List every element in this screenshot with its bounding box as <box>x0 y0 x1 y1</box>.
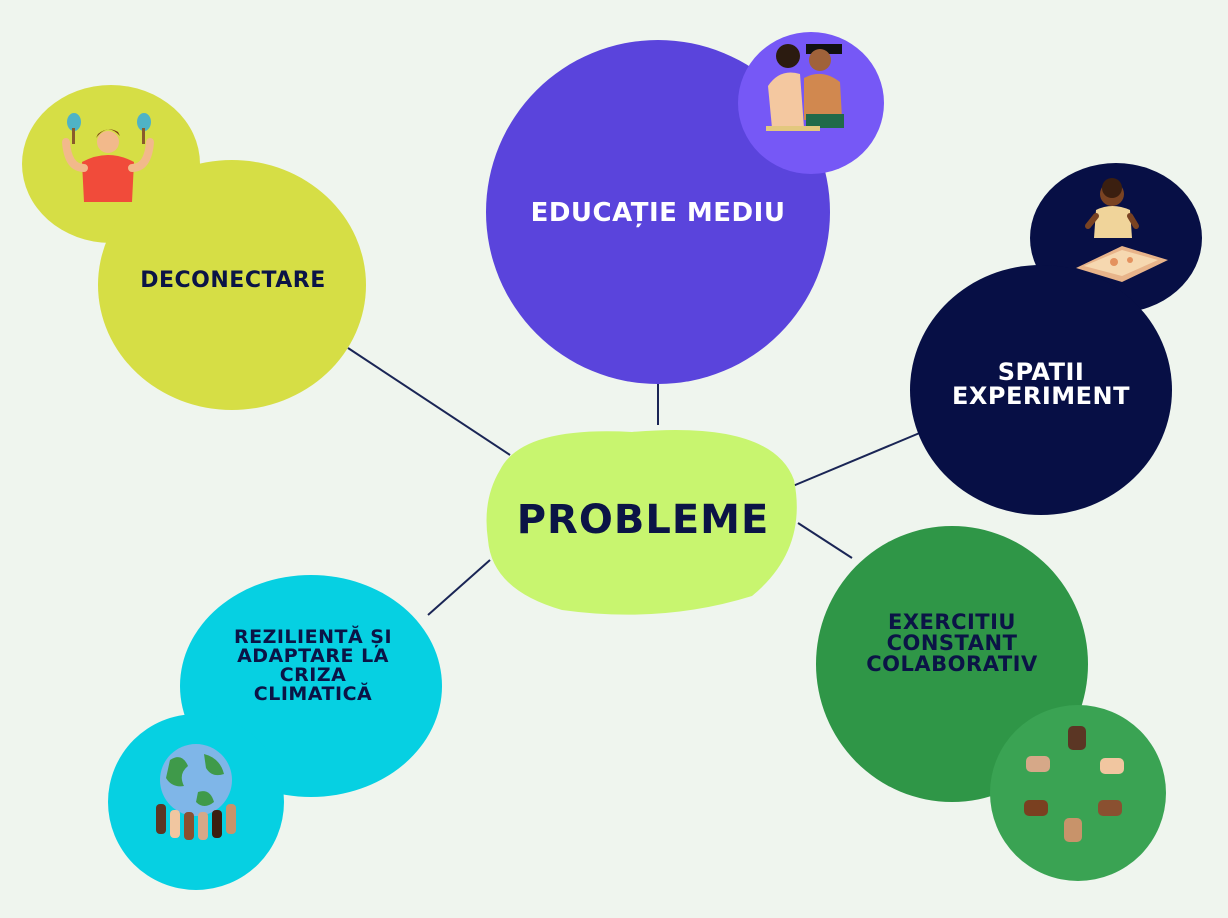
connector-spatii <box>787 431 923 489</box>
rezilienta-label-line4: CLIMATICĂ <box>253 683 373 705</box>
spatii-label-line1: SPATII <box>997 358 1085 386</box>
exercitiu-label-line3: COLABORATIV <box>866 652 1038 676</box>
spatii-label-line2: EXPERIMENT <box>951 382 1131 410</box>
educatie-label: EDUCAȚIE MEDIU <box>530 198 786 228</box>
spatii-bubble <box>910 265 1172 515</box>
exercitiu-label-line2: CONSTANT <box>886 631 1018 655</box>
rezilienta-label-line3: CRIZA <box>279 664 347 686</box>
fists-circle-icon <box>1024 726 1124 842</box>
connector-rezilienta <box>427 559 491 616</box>
connector-deconectare <box>347 347 511 456</box>
deconectare-bubble <box>98 160 366 410</box>
globe-hands-icon <box>156 744 236 840</box>
rezilienta-label: REZILIENTĂ ȘI ADAPTARE LA CRIZA CLIMATIC… <box>188 628 438 704</box>
deconectare-label: DECONECTARE <box>140 268 326 293</box>
center-label: PROBLEME <box>516 497 770 543</box>
hugging-people-icon <box>766 44 844 131</box>
center-blob <box>486 430 797 615</box>
exercitiu-label: EXERCITIU CONSTANT COLABORATIV <box>816 612 1088 675</box>
child-painting-icon <box>1076 178 1168 282</box>
connector-exercitiu <box>797 522 853 559</box>
rezilienta-label-line1: REZILIENTĂ ȘI <box>233 626 393 648</box>
person-maracas-icon <box>62 113 154 202</box>
spatii-label: SPATII EXPERIMENT <box>910 360 1172 408</box>
exercitiu-label-line1: EXERCITIU <box>888 610 1016 634</box>
rezilienta-label-line2: ADAPTARE LA <box>237 645 389 667</box>
